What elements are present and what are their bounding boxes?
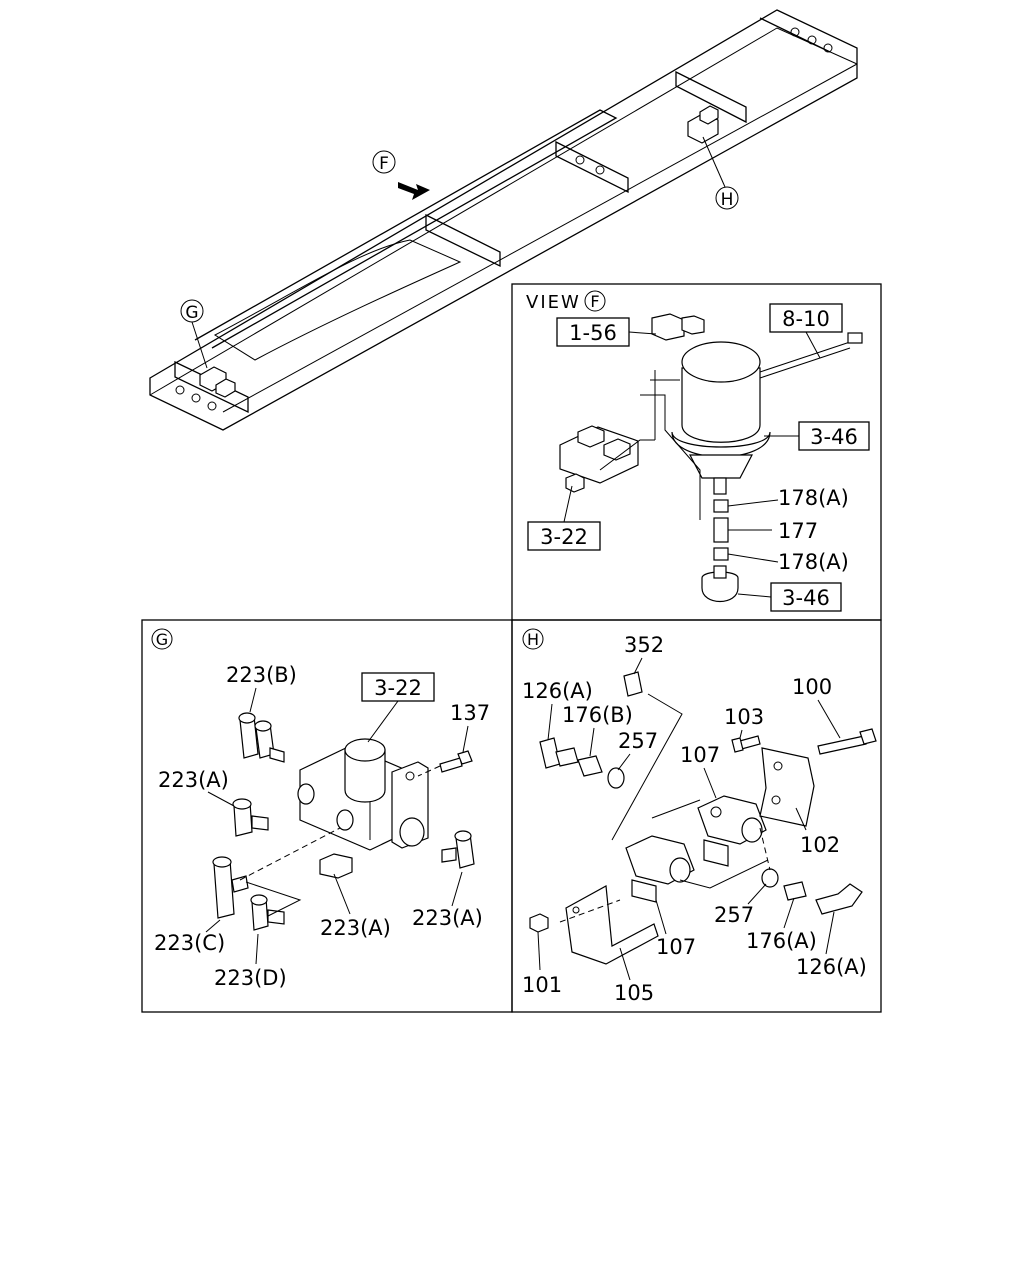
svg-text:1-56: 1-56 xyxy=(569,321,617,345)
svg-text:105: 105 xyxy=(614,981,654,1005)
ref-3-46-top[interactable]: 3-46 xyxy=(764,421,870,451)
svg-text:257: 257 xyxy=(714,903,754,927)
part-223a-right: 223(A) xyxy=(412,871,483,930)
part-101: 101 xyxy=(522,931,562,997)
relay-valve-h-illustration xyxy=(529,671,877,965)
part-223d: 223(D) xyxy=(214,933,287,990)
svg-text:F: F xyxy=(590,292,599,311)
part-257-top: 257 xyxy=(617,729,658,771)
svg-text:VIEW: VIEW xyxy=(526,292,581,313)
part-178a-top: 178(A) xyxy=(727,486,849,510)
ref-3-46-bottom[interactable]: 3-46 xyxy=(737,582,842,612)
part-107-top: 107 xyxy=(680,743,720,799)
ref-3-22-view-g[interactable]: 3-22 xyxy=(361,672,435,743)
part-257-bottom: 257 xyxy=(714,883,767,927)
chassis-frame-illustration xyxy=(149,9,858,431)
svg-text:3-22: 3-22 xyxy=(374,676,422,700)
valve-assembly-g-illustration xyxy=(212,712,475,931)
svg-text:8-10: 8-10 xyxy=(782,307,830,331)
svg-text:100: 100 xyxy=(792,675,832,699)
part-176a: 176(A) xyxy=(746,897,817,953)
part-223a-mid: 223(A) xyxy=(320,873,391,940)
callout-f: F xyxy=(372,150,396,174)
svg-text:137: 137 xyxy=(450,701,490,725)
part-223c: 223(C) xyxy=(154,919,225,955)
svg-text:126(A): 126(A) xyxy=(522,679,593,703)
ref-8-10[interactable]: 8-10 xyxy=(769,303,843,359)
view-h-panel xyxy=(511,619,882,1013)
svg-text:126(A): 126(A) xyxy=(796,955,867,979)
svg-text:3-46: 3-46 xyxy=(810,425,858,449)
ref-1-56[interactable]: 1-56 xyxy=(556,317,657,347)
svg-text:352: 352 xyxy=(624,633,664,657)
ref-3-22-view-f[interactable]: 3-22 xyxy=(527,485,601,551)
part-103: 103 xyxy=(724,705,764,739)
part-126a-bottom: 126(A) xyxy=(796,911,867,979)
svg-text:177: 177 xyxy=(778,519,818,543)
svg-text:3-46: 3-46 xyxy=(782,586,830,610)
svg-text:176(A): 176(A) xyxy=(746,929,817,953)
svg-text:257: 257 xyxy=(618,729,658,753)
svg-text:H: H xyxy=(527,630,539,649)
part-177: 177 xyxy=(728,519,818,543)
view-direction-arrow xyxy=(398,182,430,200)
svg-text:223(A): 223(A) xyxy=(158,768,229,792)
svg-text:103: 103 xyxy=(724,705,764,729)
svg-text:223(D): 223(D) xyxy=(214,966,287,990)
svg-text:178(A): 178(A) xyxy=(778,486,849,510)
svg-text:107: 107 xyxy=(656,935,696,959)
svg-text:107: 107 xyxy=(680,743,720,767)
callout-g: G xyxy=(180,299,204,323)
view-h-marker: H xyxy=(522,628,544,650)
svg-text:G: G xyxy=(156,630,168,649)
air-dryer-illustration xyxy=(559,313,863,602)
callout-g-text: G xyxy=(185,303,198,323)
callout-h: H xyxy=(715,186,739,210)
svg-text:102: 102 xyxy=(800,833,840,857)
part-126a-top: 126(A) xyxy=(522,679,593,741)
part-105: 105 xyxy=(614,947,654,1005)
svg-text:223(A): 223(A) xyxy=(320,916,391,940)
part-223b: 223(B) xyxy=(226,663,297,713)
view-f-title: VIEW F xyxy=(526,290,606,313)
svg-text:176(B): 176(B) xyxy=(562,703,633,727)
part-102: 102 xyxy=(795,807,840,857)
svg-text:223(A): 223(A) xyxy=(412,906,483,930)
part-176b: 176(B) xyxy=(562,703,633,757)
part-352: 352 xyxy=(624,633,664,675)
part-107-bottom: 107 xyxy=(655,899,696,959)
svg-text:178(A): 178(A) xyxy=(778,550,849,574)
part-178a-bottom: 178(A) xyxy=(727,550,849,574)
svg-text:223(B): 223(B) xyxy=(226,663,297,687)
callout-f-text: F xyxy=(379,154,389,174)
part-137: 137 xyxy=(450,701,490,753)
svg-text:3-22: 3-22 xyxy=(540,525,588,549)
svg-text:101: 101 xyxy=(522,973,562,997)
part-223a-left: 223(A) xyxy=(158,768,235,807)
callout-h-text: H xyxy=(721,190,734,210)
svg-text:223(C): 223(C) xyxy=(154,931,225,955)
view-g-marker: G xyxy=(151,628,173,650)
part-100: 100 xyxy=(792,675,841,739)
